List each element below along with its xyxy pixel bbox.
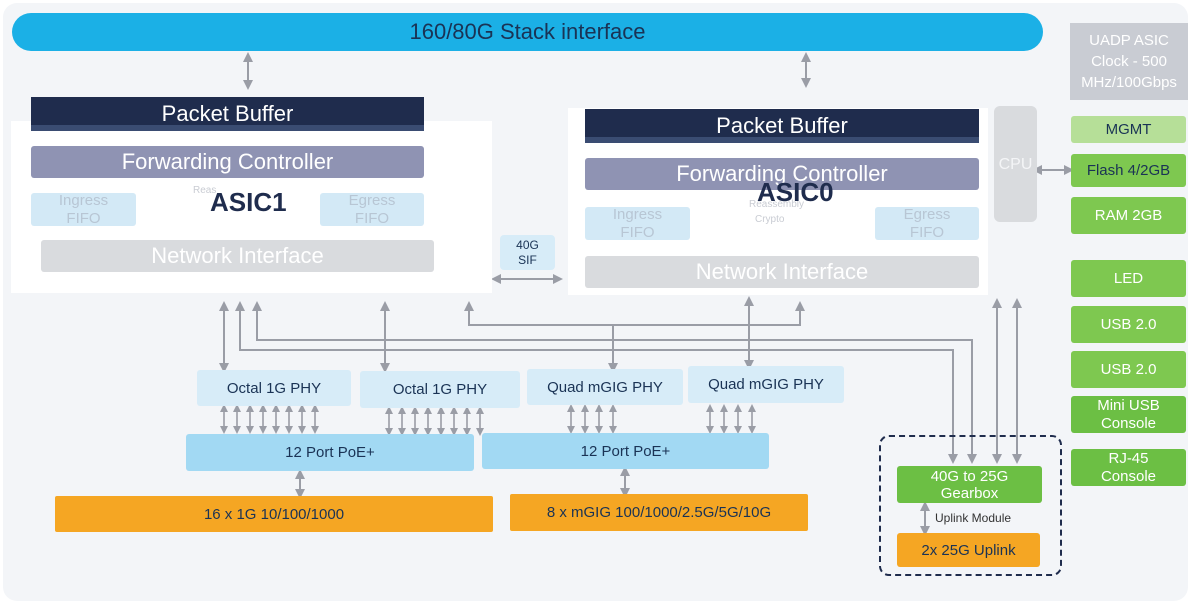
- poe-label: 12 Port PoE+: [580, 442, 671, 460]
- phy-octal-1g-1: Octal 1G PHY: [197, 370, 351, 406]
- side-module-rj45-console: RJ-45 Console: [1071, 449, 1186, 486]
- poe-12-port-2: 12 Port PoE+: [482, 433, 769, 469]
- asic0-packet-buffer-label: Packet Buffer: [716, 113, 848, 138]
- asic1-egress-fifo: Egress FIFO: [320, 191, 424, 227]
- uplink-2x25g: 2x 25G Uplink: [897, 533, 1040, 567]
- phy-quad-mgig-2: Quad mGIG PHY: [688, 366, 844, 403]
- stack-interface-bar: 160/80G Stack interface: [12, 13, 1043, 51]
- asic0-network-interface: Network Interface: [585, 256, 979, 288]
- cpu-box: CPU: [994, 106, 1037, 222]
- gearbox-40g-to-25g: 40G to 25G Gearbox: [897, 466, 1042, 503]
- uplink-module-frame: [879, 435, 1062, 576]
- asic0-faded-crypto: Crypto: [755, 214, 785, 225]
- asic1-forwarding-controller: Forwarding Controller: [31, 146, 424, 178]
- side-module-usb-1: USB 2.0: [1071, 306, 1186, 343]
- phy-label: Octal 1G PHY: [226, 379, 322, 397]
- cpu-label: CPU: [998, 156, 1033, 173]
- uadp-asic-clock-label: UADP ASIC Clock - 500 MHz/100Gbps: [1081, 32, 1177, 91]
- asic1-ingress-fifo: Ingress FIFO: [31, 191, 136, 227]
- sif-40g-label: 40G SIF: [516, 237, 539, 267]
- sif-40g-box: 40G SIF: [500, 235, 555, 270]
- ports-8x-mgig: 8 x mGIG 100/1000/2.5G/5G/10G: [510, 494, 808, 531]
- asic1-packet-buffer: Packet Buffer: [31, 97, 424, 131]
- poe-label: 12 Port PoE+: [285, 444, 375, 461]
- asic0-network-label: Network Interface: [695, 259, 869, 284]
- asic0-forwarding-label: Forwarding Controller: [676, 161, 888, 186]
- asic0-ingress-label: Ingress FIFO: [612, 205, 663, 241]
- uplink-label: 2x 25G Uplink: [921, 541, 1016, 559]
- stack-interface-label: 160/80G Stack interface: [409, 19, 646, 44]
- phy-quad-mgig-1: Quad mGIG PHY: [527, 369, 683, 405]
- asic1-network-label: Network Interface: [151, 243, 324, 268]
- asic1-ingress-label: Ingress FIFO: [58, 191, 109, 227]
- asic0-egress-fifo: Egress FIFO: [875, 205, 979, 241]
- side-module-flash: Flash 4/2GB: [1071, 154, 1186, 187]
- side-module-label: RAM 2GB: [1094, 207, 1163, 224]
- uadp-asic-clock-box: UADP ASIC Clock - 500 MHz/100Gbps: [1070, 23, 1188, 100]
- asic0-ingress-fifo: Ingress FIFO: [585, 205, 690, 241]
- side-module-led: LED: [1071, 260, 1186, 297]
- side-module-label: LED: [1113, 270, 1144, 287]
- side-module-label: USB 2.0: [1100, 316, 1157, 333]
- asic1-forwarding-label: Forwarding Controller: [121, 149, 334, 174]
- phy-label: Octal 1G PHY: [392, 381, 488, 398]
- phy-octal-1g-2: Octal 1G PHY: [360, 371, 520, 408]
- asic0-forwarding-controller: Forwarding Controller: [585, 158, 979, 190]
- asic0-packet-buffer: Packet Buffer: [585, 109, 979, 143]
- asic0-title: ASIC0: [757, 177, 834, 207]
- side-module-label: MGMT: [1105, 121, 1152, 138]
- side-module-label: USB 2.0: [1100, 361, 1157, 378]
- side-module-usb-2: USB 2.0: [1071, 351, 1186, 388]
- uplink-module-label: Uplink Module: [935, 511, 1012, 525]
- ports-label: 8 x mGIG 100/1000/2.5G/5G/10G: [546, 504, 772, 521]
- phy-label: Quad mGIG PHY: [547, 378, 663, 396]
- side-module-label: Mini USB Console: [1097, 396, 1160, 432]
- gearbox-label: 40G to 25G Gearbox: [930, 467, 1009, 502]
- side-module-label: Flash 4/2GB: [1086, 162, 1171, 179]
- asic1-packet-buffer-label: Packet Buffer: [161, 101, 294, 126]
- asic0-faded-reassembly: Reassembly: [749, 199, 805, 210]
- asic0-egress-label: Egress FIFO: [903, 205, 951, 241]
- diagram-canvas: 160/80G Stack interface Packet Buffer Fo…: [3, 3, 1188, 601]
- ports-16x1g: 16 x 1G 10/100/1000: [55, 496, 493, 532]
- asic1-faded-reassembly: Reas: [193, 185, 217, 196]
- side-module-label: RJ-45 Console: [1100, 449, 1157, 485]
- side-module-mini-usb-console: Mini USB Console: [1071, 396, 1186, 433]
- poe-12-port-1: 12 Port PoE+: [186, 434, 474, 471]
- asic1-title: ASIC1: [210, 187, 287, 217]
- phy-label: Quad mGIG PHY: [708, 376, 824, 393]
- asic1-network-interface: Network Interface: [41, 240, 434, 272]
- side-module-mgmt: MGMT: [1071, 116, 1186, 143]
- side-module-ram: RAM 2GB: [1071, 197, 1186, 234]
- ports-label: 16 x 1G 10/100/1000: [203, 505, 345, 523]
- asic1-egress-label: Egress FIFO: [348, 191, 396, 227]
